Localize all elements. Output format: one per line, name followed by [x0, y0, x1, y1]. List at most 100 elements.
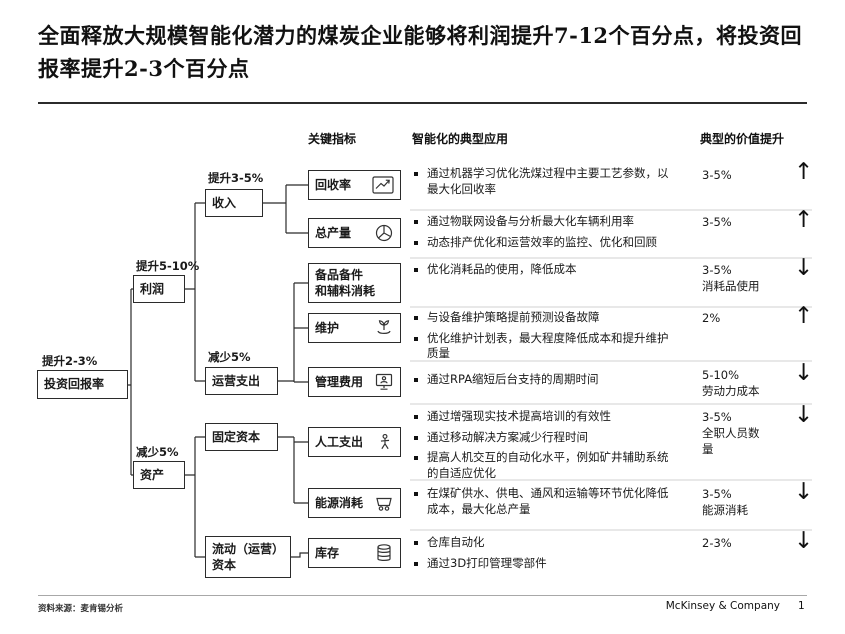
application-bullet: 通过机器学习优化洗煤过程中主要工艺参数，以最大化回收率	[412, 166, 672, 197]
value-text: 2%	[702, 311, 721, 325]
roi-box: 投资回报率	[37, 370, 128, 399]
working-capital-label: 流动（运营） 资本	[212, 541, 285, 572]
connector-profit	[185, 202, 205, 382]
applications-list: 通过机器学习优化洗煤过程中主要工艺参数，以最大化回收率	[412, 166, 672, 202]
value-note: 全职人员数量	[702, 426, 760, 456]
applications-list: 优化消耗品的使用，降低成本	[412, 262, 672, 283]
indicator-box-maintenance: 维护	[308, 313, 401, 343]
footer-divider	[38, 595, 807, 596]
application-bullet: 优化维护计划表，最大程度降低成本和提升维护质量	[412, 331, 672, 362]
application-bullet: 提高人机交互的自动化水平，例如矿井辅助系统的自适应优化	[412, 450, 672, 481]
indicator-label: 回收率	[315, 177, 352, 192]
indicator-box-total-output: 总产量	[308, 218, 401, 248]
fixed-capital-box: 固定资本	[205, 423, 278, 451]
value-text: 3-5%	[702, 410, 732, 424]
mckinsey-brand: McKinsey & Company	[665, 600, 780, 612]
column-header-applications: 智能化的典型应用	[412, 132, 509, 146]
indicator-label: 能源消耗	[315, 495, 364, 510]
application-bullet: 在煤矿供水、供电、通风和运输等环节优化降低成本，最大化总产量	[412, 486, 672, 517]
opex-label: 运营支出	[212, 373, 261, 388]
application-bullet: 通过3D打印管理零部件	[412, 556, 672, 572]
down-arrow-icon: ↓	[794, 402, 814, 428]
indicator-box-spare-parts: 备品备件 和辅料消耗	[308, 263, 401, 303]
value-text: 3-5%	[702, 487, 732, 501]
indicator-box-inventory: 库存	[308, 538, 401, 568]
assets-box: 资产	[133, 461, 185, 489]
roi-uplift-label: 提升2-3%	[42, 354, 98, 368]
column-header-key-indicator: 关键指标	[308, 132, 357, 146]
up-arrow-icon: ↑	[794, 159, 814, 185]
value-uplift: 5-10% 劳动力成本	[702, 367, 766, 399]
indicator-label: 人工支出	[315, 434, 364, 449]
value-text: 3-5%	[702, 215, 732, 229]
value-uplift: 2-3%	[702, 535, 766, 551]
value-uplift: 3-5% 能源消耗	[702, 486, 766, 518]
application-bullet: 通过移动解决方案减少行程时间	[412, 430, 672, 446]
connector-working-capital	[291, 552, 308, 558]
opex-delta-label: 减少5%	[208, 350, 251, 364]
page-number: 1	[798, 600, 805, 612]
applications-list: 通过物联网设备与分析最大化车辆利用率 动态排产优化和运营效率的监控、优化和回顾	[412, 214, 672, 255]
indicator-box-recovery-rate: 回收率	[308, 170, 401, 200]
application-bullet: 通过增强现实技术提高培训的有效性	[412, 409, 672, 425]
value-text: 2-3%	[702, 536, 732, 550]
page-title: 全面释放大规模智能化潜力的煤炭企业能够将利润提升7-12个百分点，将投资回报率提…	[38, 23, 803, 81]
up-arrow-icon: ↑	[794, 303, 814, 329]
applications-list: 与设备维护策略提前预测设备故障 优化维护计划表，最大程度降低成本和提升维护质量	[412, 310, 672, 367]
connector-opex	[278, 282, 308, 383]
assets-delta-label: 减少5%	[136, 445, 179, 459]
connector-assets	[185, 436, 205, 558]
down-arrow-icon: ↓	[794, 255, 814, 281]
value-uplift: 3-5% 全职人员数量	[702, 409, 766, 457]
column-header-value-uplift: 典型的价值提升	[700, 132, 785, 146]
down-arrow-icon: ↓	[794, 360, 814, 386]
mine-cart-icon	[374, 493, 394, 513]
title-divider	[38, 102, 807, 104]
indicator-label: 维护	[315, 320, 340, 335]
applications-list: 仓库自动化 通过3D打印管理零部件	[412, 535, 672, 576]
application-bullet: 与设备维护策略提前预测设备故障	[412, 310, 672, 326]
profit-box: 利润	[133, 275, 185, 303]
application-bullet: 优化消耗品的使用，降低成本	[412, 262, 672, 278]
value-text: 5-10%	[702, 368, 740, 382]
roi-label: 投资回报率	[44, 377, 105, 392]
applications-list: 通过增强现实技术提高培训的有效性 通过移动解决方案减少行程时间 提高人机交互的自…	[412, 409, 672, 486]
down-arrow-icon: ↓	[794, 528, 814, 554]
sprout-hand-icon	[374, 318, 394, 338]
indicator-label: 库存	[315, 545, 340, 560]
value-note: 劳动力成本	[702, 384, 760, 398]
up-arrow-icon: ↑	[794, 207, 814, 233]
profit-label: 利润	[140, 281, 165, 296]
application-bullet: 仓库自动化	[412, 535, 672, 551]
working-capital-box: 流动（运营） 资本	[205, 536, 291, 578]
indicator-label: 管理费用	[315, 374, 364, 389]
value-uplift: 2%	[702, 310, 766, 326]
indicator-label: 备品备件 和辅料消耗	[315, 267, 376, 298]
value-note: 能源消耗	[702, 503, 748, 517]
down-arrow-icon: ↓	[794, 479, 814, 505]
value-uplift: 3-5% 消耗品使用	[702, 262, 766, 294]
revenue-box: 收入	[205, 189, 263, 217]
pie-chart-icon	[374, 223, 394, 243]
indicator-box-admin-expenses: 管理费用	[308, 367, 401, 397]
fixed-capital-label: 固定资本	[212, 429, 261, 444]
value-uplift: 3-5%	[702, 214, 766, 230]
connector-roi	[128, 288, 133, 476]
monitor-person-icon	[374, 372, 394, 392]
profit-uplift-label: 提升5-10%	[136, 259, 200, 273]
value-text: 3-5%	[702, 168, 732, 182]
application-bullet: 通过物联网设备与分析最大化车辆利用率	[412, 214, 672, 230]
value-text: 3-5%	[702, 263, 732, 277]
database-icon	[374, 543, 394, 563]
connector-fixed-capital	[278, 436, 308, 504]
person-icon	[376, 432, 394, 452]
source-note: 资料来源：麦肯锡分析	[38, 604, 124, 614]
applications-list: 在煤矿供水、供电、通风和运输等环节优化降低成本，最大化总产量	[412, 486, 672, 522]
value-uplift: 3-5%	[702, 167, 766, 183]
assets-label: 资产	[140, 467, 165, 482]
applications-list: 通过RPA缩短后台支持的周期时间	[412, 372, 672, 393]
revenue-uplift-label: 提升3-5%	[208, 171, 264, 185]
application-bullet: 通过RPA缩短后台支持的周期时间	[412, 372, 672, 388]
indicator-label: 总产量	[315, 225, 352, 240]
